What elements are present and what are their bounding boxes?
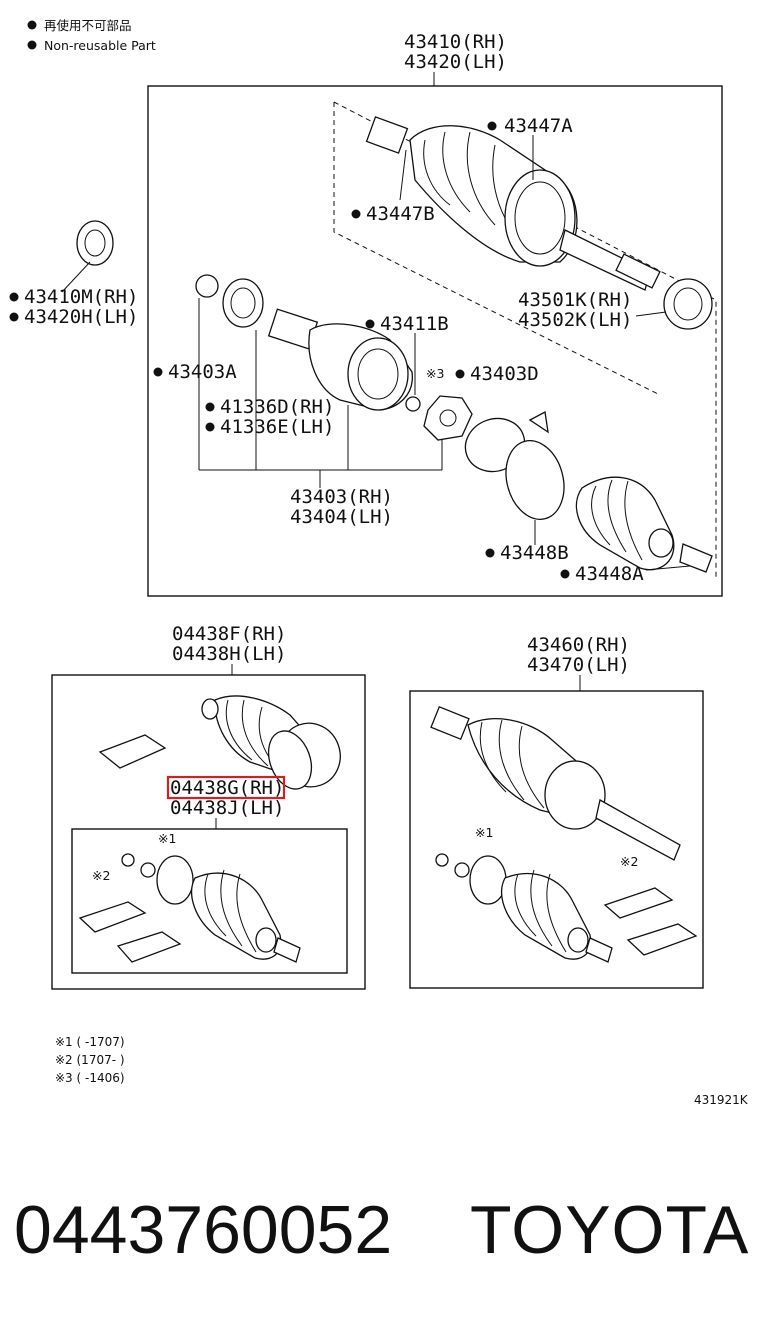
- kit-right-rh-label[interactable]: 43460(RH): [527, 634, 630, 656]
- highlight-box-04438G: [166, 775, 286, 800]
- note-1: ※1 ( -1707): [55, 1035, 125, 1049]
- kit-left-rh-label[interactable]: 04438F(RH): [172, 623, 286, 645]
- label-43403A[interactable]: 43403A: [168, 361, 237, 383]
- footer: 0443760052 TOYOTA: [14, 1188, 754, 1278]
- label-43403D[interactable]: 43403D: [470, 363, 539, 385]
- label-43410M[interactable]: 43410M(RH): [24, 286, 138, 308]
- note-3: ※3 ( -1406): [55, 1071, 125, 1085]
- kit-left-inner-frame: [71, 828, 348, 974]
- footer-part-number: 0443760052: [14, 1192, 393, 1268]
- inner-joint-housing: [267, 308, 413, 411]
- label-43502K[interactable]: 43502K(LH): [518, 309, 632, 331]
- legend-bullet-en: [27, 40, 37, 50]
- kit-right-mark-2: ※2: [620, 854, 638, 869]
- kit-left-mid-rh-label[interactable]: 04438G(RH): [170, 777, 284, 799]
- kit-right-inner-boot: [501, 869, 613, 963]
- kit-left-lh-label[interactable]: 04438H(LH): [172, 643, 286, 665]
- seal-41336D: [222, 278, 264, 328]
- seal-43501K: [663, 278, 713, 330]
- label-41336D[interactable]: 41336D(RH): [220, 396, 334, 418]
- inner-boot: [575, 476, 713, 573]
- kit-left-outer-boot: [201, 695, 341, 790]
- kit-right-frame: [409, 690, 704, 989]
- kit-left-mark-2: ※2: [92, 868, 110, 883]
- main-assembly-frame: [147, 85, 723, 597]
- kit-left-mid-lh-label[interactable]: 04438J(LH): [170, 797, 284, 819]
- note-2: ※2 (1707- ): [55, 1053, 125, 1067]
- mark-3: ※3: [426, 366, 444, 381]
- label-43447B[interactable]: 43447B: [366, 203, 435, 225]
- assembly-lh-label[interactable]: 43420(LH): [404, 51, 507, 73]
- kit-left-mark-1: ※1: [158, 831, 176, 846]
- label-43411B[interactable]: 43411B: [380, 313, 449, 335]
- kit-right-outer-joint: [430, 705, 681, 861]
- legend-en: Non-reusable Part: [44, 38, 156, 53]
- footer-brand: TOYOTA: [470, 1192, 750, 1268]
- shaft-dashed-outline: [333, 101, 717, 580]
- kit-right-mark-1: ※1: [475, 825, 493, 840]
- kit-left-inner-boot: [191, 869, 301, 963]
- diagram-code: 431921K: [694, 1093, 749, 1107]
- label-43501K[interactable]: 43501K(RH): [518, 289, 632, 311]
- seal-43410M: [76, 220, 114, 266]
- assembly-rh-label[interactable]: 43410(RH): [404, 31, 507, 53]
- kit-right-lh-label[interactable]: 43470(LH): [527, 654, 630, 676]
- label-43448B[interactable]: 43448B: [500, 542, 569, 564]
- kit-left-frame: [51, 674, 366, 990]
- label-41336E[interactable]: 41336E(LH): [220, 416, 334, 438]
- tripod-43403D: [423, 395, 473, 441]
- label-43403[interactable]: 43403(RH): [290, 486, 393, 508]
- label-43420H[interactable]: 43420H(LH): [24, 306, 138, 328]
- label-43448A[interactable]: 43448A: [575, 563, 644, 585]
- legend-jp: 再使用不可部品: [44, 18, 132, 33]
- label-43404[interactable]: 43404(LH): [290, 506, 393, 528]
- label-43447A[interactable]: 43447A: [504, 115, 573, 137]
- outer-joint-shaft: [365, 116, 661, 291]
- legend-bullet-jp: [27, 20, 37, 30]
